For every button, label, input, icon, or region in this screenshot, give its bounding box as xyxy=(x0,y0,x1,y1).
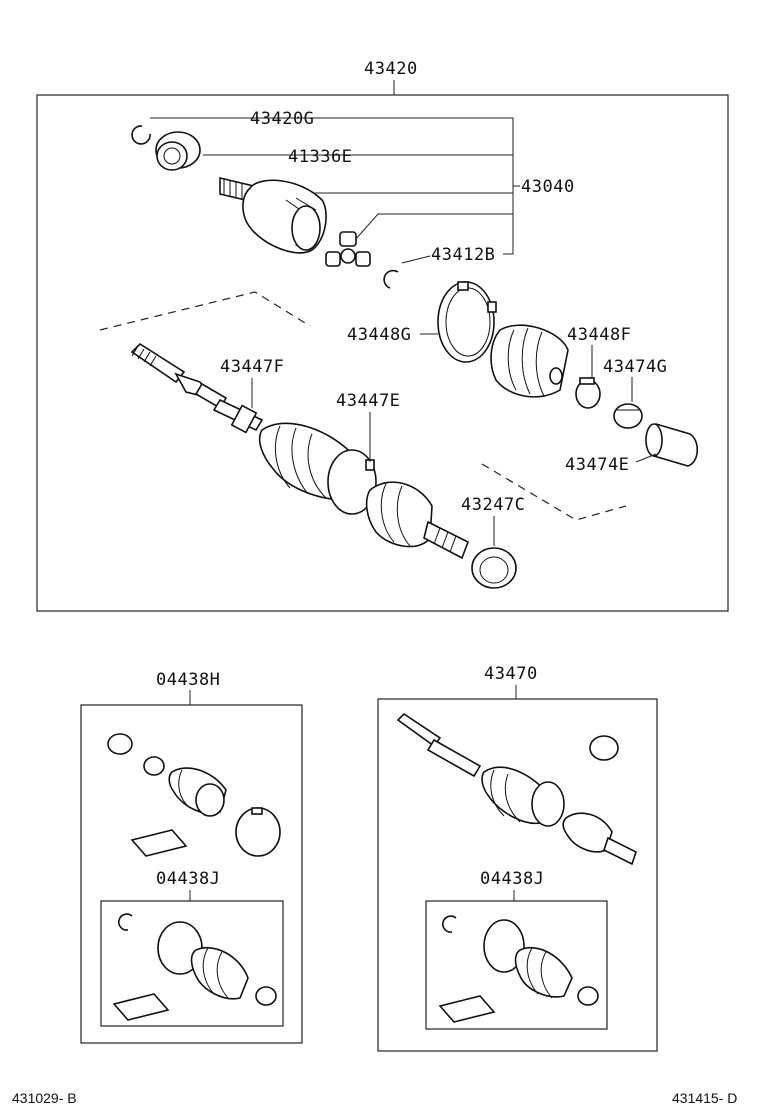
label-43448g: 43448G xyxy=(347,325,411,345)
damper-43474e-icon xyxy=(645,423,699,467)
label-right-04438j: 04438J xyxy=(480,869,544,889)
dashed-guide-left xyxy=(99,291,311,331)
label-43420g: 43420G xyxy=(250,109,314,129)
boot-clamp-43447e-icon xyxy=(327,449,377,515)
label-41336e: 41336E xyxy=(288,147,352,167)
dashed-guide-right xyxy=(481,463,627,521)
footer-ref-right: 431415- D xyxy=(672,1090,737,1106)
left-kit-box xyxy=(80,704,303,1044)
outboard-joint-icon xyxy=(365,481,470,560)
leader-43040-tripod xyxy=(354,213,513,241)
right-kit-shaft-icon xyxy=(396,712,637,866)
right-inner-grease-pack-icon xyxy=(438,995,496,1023)
main-assembly-group: 43420 43420G 41336E 43040 43412B xyxy=(36,59,729,612)
label-43447e: 43447E xyxy=(336,391,400,411)
right-inner-snap-ring-icon xyxy=(442,915,457,933)
left-kit-boot-icon xyxy=(168,767,227,817)
left-kit-grease-pack-icon xyxy=(130,829,188,857)
left-kit-clamp-large-icon xyxy=(235,807,281,857)
left-inner-clamp-small-icon xyxy=(255,986,277,1006)
label-43247c: 43247C xyxy=(461,495,525,515)
clamp-43474g-icon xyxy=(613,403,643,429)
label-43448f: 43448F xyxy=(567,325,631,345)
main-assembly-box xyxy=(36,94,729,612)
inboard-joint-housing-icon xyxy=(219,176,327,254)
right-inner-kit-box xyxy=(425,900,608,1030)
label-04438h: 04438H xyxy=(156,670,220,690)
label-43447f: 43447F xyxy=(220,357,284,377)
right-kit-group: 43470 04438J xyxy=(377,664,658,1052)
right-inner-clamp-icon xyxy=(483,919,525,973)
boot-clamp-43448f-icon xyxy=(575,377,601,409)
right-inner-boot-icon xyxy=(514,946,573,999)
label-43412b: 43412B xyxy=(431,245,495,265)
seal-43247c-icon xyxy=(471,547,517,589)
label-43420: 43420 xyxy=(364,59,418,79)
label-43474e: 43474E xyxy=(565,455,629,475)
inboard-boot-icon xyxy=(490,324,569,398)
left-kit-clamp-small-icon xyxy=(107,733,165,776)
dust-seal-41336e-icon xyxy=(155,131,201,171)
left-inner-boot-icon xyxy=(190,946,249,1000)
left-kit-group: 04438H 04438J xyxy=(80,670,303,1044)
left-inner-snap-ring-icon xyxy=(118,913,133,931)
footer-ref-left: 431029- B xyxy=(12,1090,77,1106)
snap-ring-43412b-icon xyxy=(383,269,399,289)
snap-ring-43420g-icon xyxy=(131,125,151,145)
label-43470: 43470 xyxy=(484,664,538,684)
left-inner-grease-pack-icon xyxy=(112,993,170,1021)
leader-43412b xyxy=(401,255,431,264)
drive-shaft-icon xyxy=(130,342,264,434)
leader-43474e xyxy=(635,453,657,463)
bracket-43040 xyxy=(150,117,514,255)
label-43040: 43040 xyxy=(521,177,575,197)
left-inner-kit-box xyxy=(100,900,284,1027)
label-43474g: 43474G xyxy=(603,357,667,377)
tripod-joint-icon xyxy=(325,231,371,267)
label-left-04438j: 04438J xyxy=(156,869,220,889)
right-kit-box xyxy=(377,698,658,1052)
right-inner-clamp-small-icon xyxy=(577,986,599,1006)
right-kit-clamp-icon xyxy=(589,735,619,761)
boot-clamp-43448g-icon xyxy=(437,281,497,363)
